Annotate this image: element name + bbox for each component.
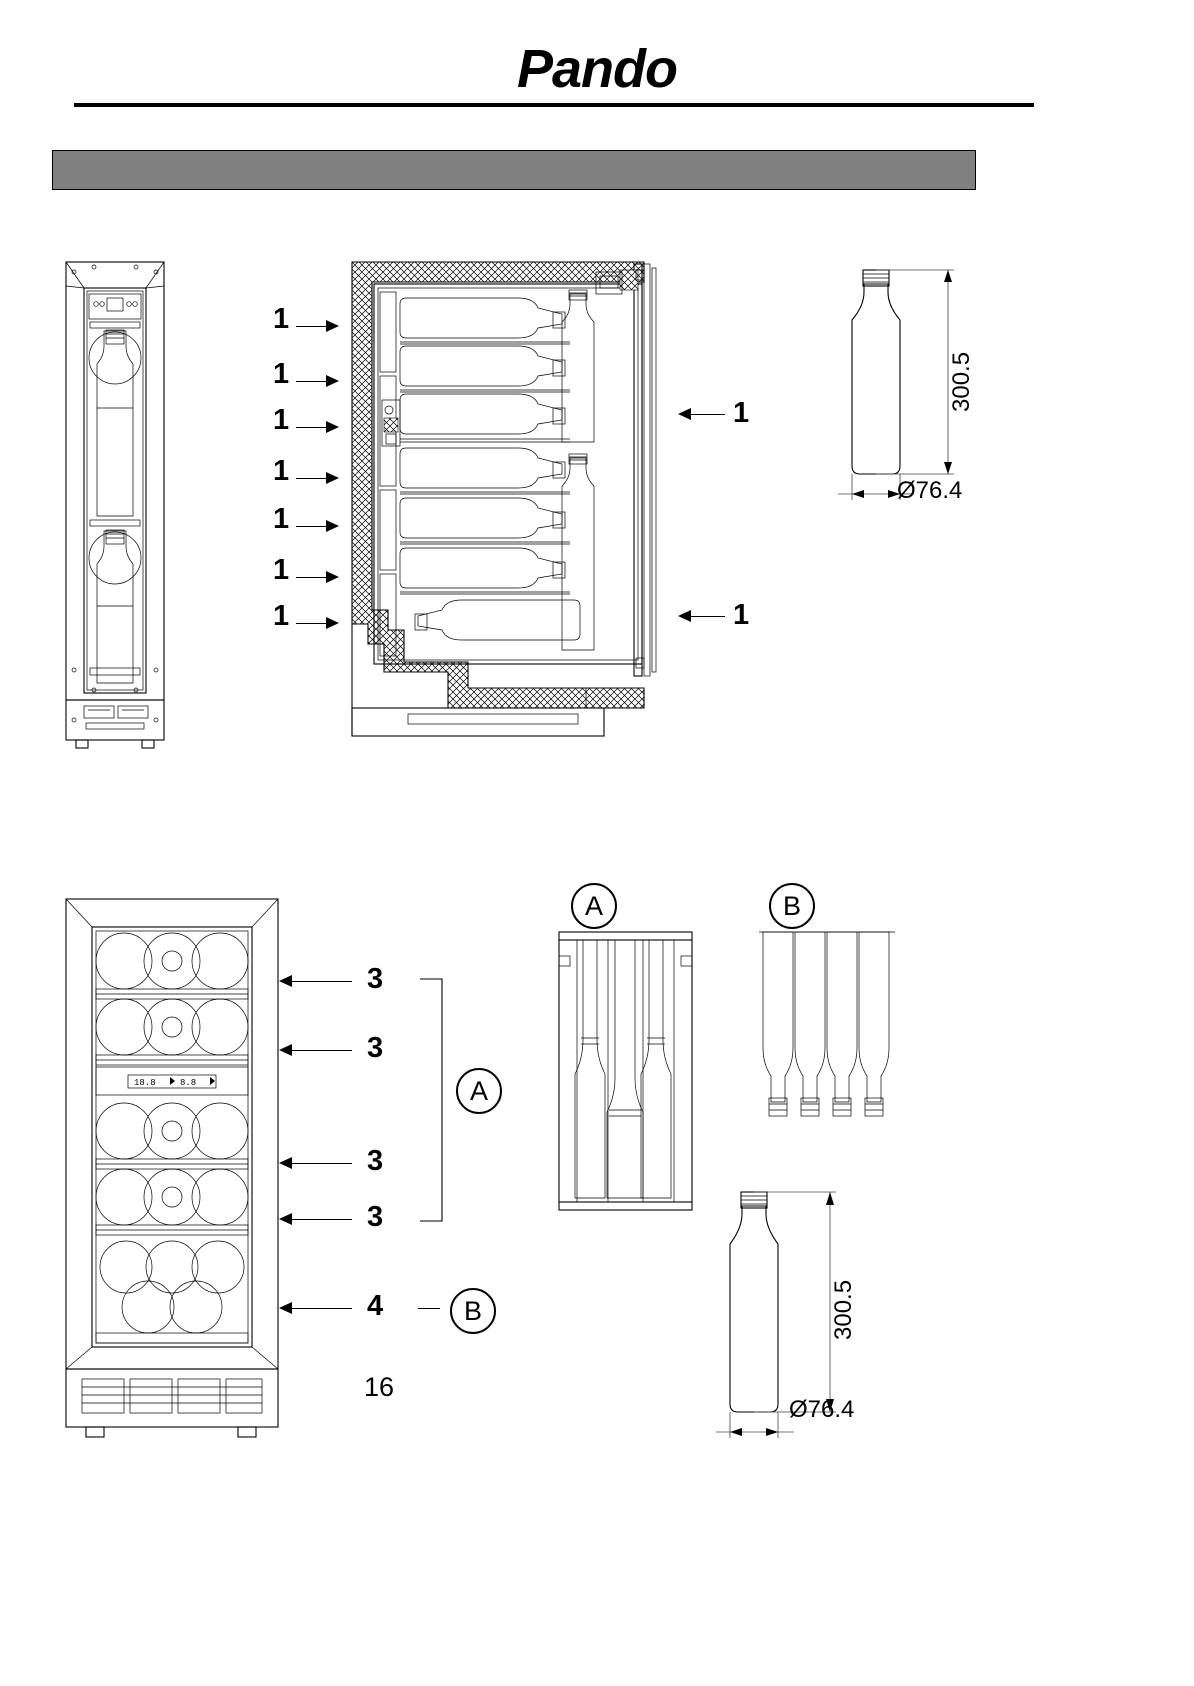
- group-bracket-a: [420, 975, 450, 1225]
- bottle-diameter-dimension: Ø76.4: [897, 477, 963, 504]
- detail-a-rack-bottles: [553, 930, 698, 1230]
- leader-line: [296, 577, 328, 578]
- leader-line: [292, 1050, 352, 1051]
- svg-text:18.8: 18.8: [134, 1078, 156, 1088]
- group-label-a: A: [456, 1068, 502, 1114]
- bottle-height-dimension: 300.5: [948, 351, 975, 412]
- callout-top-left-2: 1: [273, 358, 290, 390]
- section-band: [52, 150, 976, 190]
- leader-line: [691, 414, 725, 415]
- bottom-bottle-dimension-figure: [708, 1180, 868, 1450]
- narrow-cooler-front-view: [60, 258, 170, 758]
- header-divider: [74, 103, 1034, 107]
- leader-line: [292, 1308, 352, 1309]
- top-bottle-dimension-figure: [830, 258, 990, 508]
- page-number: 16: [364, 1372, 395, 1402]
- leader-line: [691, 616, 725, 617]
- leader-line: [296, 427, 328, 428]
- arrow-icon: [326, 375, 339, 387]
- callout-shelf-3: 3: [367, 1145, 384, 1177]
- group-label-b: B: [450, 1288, 496, 1334]
- callout-top-left-6: 1: [273, 554, 290, 586]
- svg-text:8.8: 8.8: [180, 1078, 196, 1088]
- leader-line: [418, 1308, 440, 1309]
- arrow-icon: [326, 421, 339, 433]
- callout-top-left-4: 1: [273, 455, 290, 487]
- arrow-icon: [279, 1302, 292, 1314]
- arrow-icon: [678, 610, 691, 622]
- callout-top-right-1: 1: [733, 397, 750, 429]
- arrow-icon: [326, 520, 339, 532]
- arrow-icon: [279, 1157, 292, 1169]
- cooler-cross-section-view: [348, 258, 678, 758]
- arrow-icon: [279, 975, 292, 987]
- leader-line: [296, 478, 328, 479]
- callout-shelf-1: 3: [367, 963, 384, 995]
- cooler-front-shelf-view: 18.8 8.8: [62, 895, 282, 1455]
- leader-line: [292, 1163, 352, 1164]
- callout-bottom-4: 4: [367, 1290, 384, 1322]
- bottom-bottle-diameter-dimension: Ø76.4: [789, 1396, 855, 1423]
- callout-top-left-1: 1: [273, 303, 290, 335]
- page-title: Pando: [516, 39, 678, 99]
- detail-label-b: B: [769, 883, 815, 929]
- detail-b-bottles: [757, 930, 897, 1130]
- arrow-icon: [326, 571, 339, 583]
- leader-line: [292, 1219, 352, 1220]
- arrow-icon: [326, 472, 339, 484]
- arrow-icon: [678, 408, 691, 420]
- arrow-icon: [326, 617, 339, 629]
- leader-line: [296, 381, 328, 382]
- callout-top-left-3: 1: [273, 404, 290, 436]
- leader-line: [296, 526, 328, 527]
- callout-shelf-2: 3: [367, 1032, 384, 1064]
- leader-line: [296, 326, 328, 327]
- callout-top-right-2: 1: [733, 599, 750, 631]
- callout-shelf-4: 3: [367, 1201, 384, 1233]
- arrow-icon: [326, 320, 339, 332]
- leader-line: [296, 623, 328, 624]
- bottom-bottle-height-dimension: 300.5: [830, 1279, 857, 1340]
- callout-top-left-7: 1: [273, 600, 290, 632]
- arrow-icon: [279, 1213, 292, 1225]
- detail-label-a: A: [571, 883, 617, 929]
- arrow-icon: [279, 1044, 292, 1056]
- leader-line: [292, 981, 352, 982]
- callout-top-left-5: 1: [273, 503, 290, 535]
